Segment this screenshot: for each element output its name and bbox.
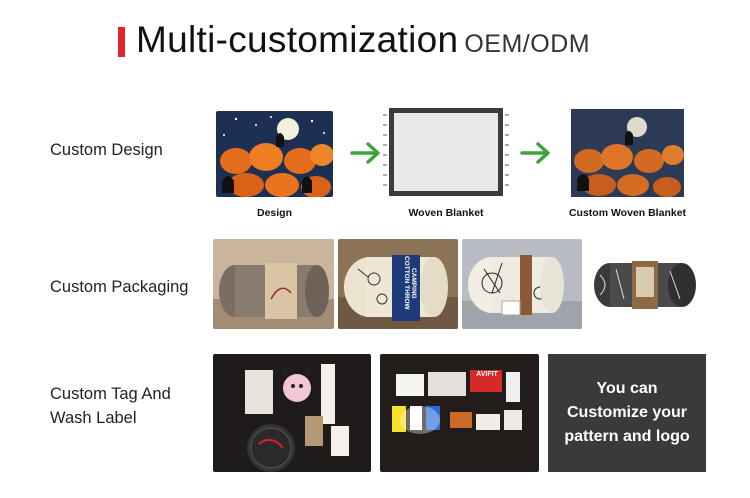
packaging-photo-3	[462, 239, 582, 329]
callout-line1: You can	[596, 380, 658, 397]
packaging-photo-2	[338, 239, 458, 329]
tag-photo-2	[380, 354, 539, 472]
packaging-band-text: CAMPING COTTON THROW	[403, 256, 417, 310]
woven-blanket-image	[383, 105, 509, 201]
caption-woven-blanket: Woven Blanket	[408, 207, 484, 219]
customize-callout: You can Customize your pattern and logo	[548, 354, 706, 472]
tag-photo-1	[213, 354, 371, 472]
caption-design: Design	[256, 207, 292, 219]
title-accent-bar	[118, 27, 125, 57]
design-image	[216, 111, 333, 197]
callout-line2: Customize your	[566, 404, 687, 421]
callout-line3: pattern and logo	[564, 428, 690, 445]
packaging-photo-4	[586, 239, 707, 329]
row-label-line1: Custom Tag And	[50, 385, 171, 403]
row-label-custom-tag: Custom Tag And Wash Label	[50, 382, 171, 430]
arrow-right-icon	[350, 142, 380, 164]
caption-custom-woven-blanket: Custom Woven Blanket	[568, 207, 687, 219]
packaging-photo-1	[213, 239, 334, 329]
custom-woven-blanket-image	[569, 107, 686, 199]
row-label-custom-packaging: Custom Packaging	[50, 278, 189, 296]
row-label-line2: Wash Label	[50, 409, 137, 427]
arrow-right-icon	[520, 142, 550, 164]
row-label-custom-design: Custom Design	[50, 141, 163, 159]
title-main: Multi-customization	[136, 19, 459, 60]
tag-brand-text: AVIFIT	[476, 371, 498, 378]
title-subtitle: OEM/ODM	[464, 30, 591, 58]
